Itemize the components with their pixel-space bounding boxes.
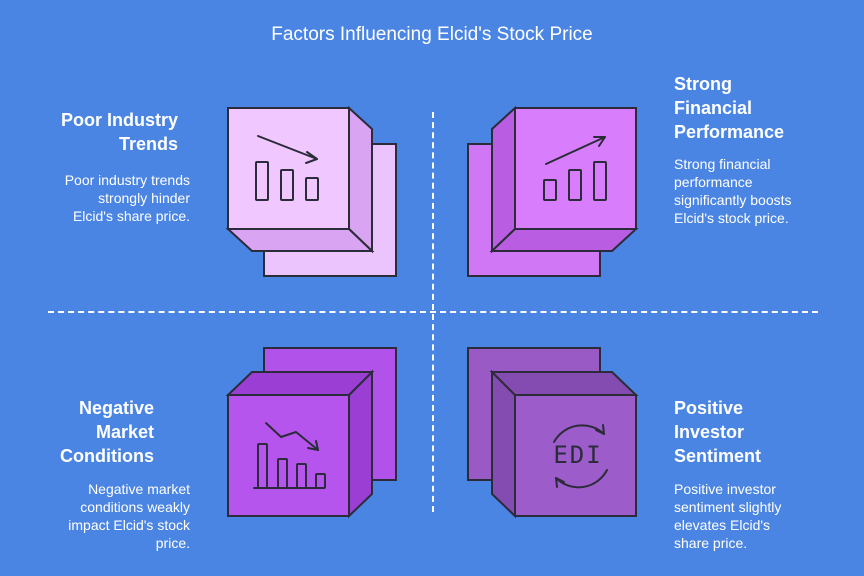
cube-front-face bbox=[514, 394, 637, 517]
cube-negative-market-conditions bbox=[226, 347, 397, 519]
edi-label: EDI bbox=[553, 441, 602, 469]
heading-poor-industry-trends: Poor Industry Trends bbox=[60, 110, 178, 154]
cube-front-face bbox=[514, 107, 637, 230]
cube-top-face bbox=[226, 371, 375, 396]
bar-chart-up-icon bbox=[543, 136, 607, 201]
cube-strong-financial-performance bbox=[467, 106, 639, 277]
cube-side-face bbox=[491, 106, 516, 254]
bar-chart-down-icon bbox=[255, 135, 319, 201]
description-poor-industry-trends: Poor industry trends strongly hinder Elc… bbox=[64, 172, 190, 224]
cube-side-face bbox=[348, 369, 373, 519]
cube-front-face bbox=[227, 107, 350, 230]
cube-side-face bbox=[491, 369, 516, 519]
horizontal-divider bbox=[48, 311, 818, 313]
cube-top-face bbox=[489, 371, 639, 396]
edi-cycle-icon: EDI bbox=[553, 424, 608, 489]
description-strong-financial-performance: Strong financial performance significant… bbox=[674, 156, 792, 226]
cube-bottom-face bbox=[226, 228, 375, 252]
heading-negative-market-conditions: Negative Market Conditions bbox=[60, 398, 154, 466]
bar-chart-decline-icon bbox=[253, 422, 326, 489]
heading-strong-financial-performance: Strong Financial Performance bbox=[674, 74, 785, 142]
cube-side-face bbox=[348, 106, 373, 254]
cube-front-face bbox=[227, 394, 350, 517]
heading-positive-investor-sentiment: Positive Investor Sentiment bbox=[674, 398, 762, 466]
page-title: Factors Influencing Elcid's Stock Price bbox=[271, 24, 593, 45]
description-positive-investor-sentiment: Positive investor sentiment slightly ele… bbox=[674, 481, 782, 551]
cube-positive-investor-sentiment: EDI bbox=[467, 347, 639, 519]
cube-poor-industry-trends bbox=[226, 106, 397, 277]
cube-bottom-face bbox=[489, 228, 639, 252]
description-negative-market-conditions: Negative market conditions weakly impact… bbox=[68, 481, 190, 551]
